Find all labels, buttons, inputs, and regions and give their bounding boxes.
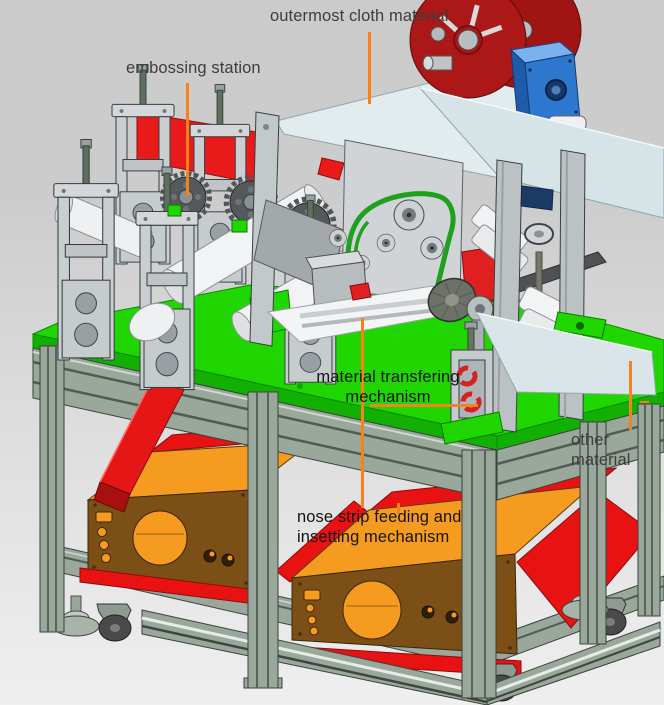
right-feed-group [427, 149, 607, 433]
control-box-right [290, 485, 594, 655]
roller-stand [53, 138, 119, 361]
leader-other-material [629, 361, 632, 430]
reel-knob-icon [430, 26, 446, 42]
leader-nose-strip-tick [397, 503, 400, 514]
label-material-transfering-mechanism: material transfering mechanism [316, 368, 460, 406]
other-material-sheet [476, 312, 657, 396]
leader-nose-strip-vertical [361, 318, 364, 508]
pulley-icon [420, 236, 444, 260]
navy-block [520, 185, 554, 211]
material-reel [409, 0, 582, 99]
nose-strip-stand [440, 321, 504, 445]
leader-other-material-tick [640, 401, 649, 403]
pulley-icon [329, 229, 347, 247]
leader-outermost-cloth-material [368, 32, 371, 104]
ribbed-wheel-icon [427, 277, 477, 323]
leader-embossing-station [186, 83, 189, 196]
material-transfer-group [249, 111, 466, 347]
pulley-icon [376, 233, 396, 253]
label-outermost-cloth-material: outermost cloth material [270, 7, 449, 25]
label-other-material: other material [571, 431, 631, 469]
red-clip-icon [456, 365, 478, 387]
pulley-icon [393, 199, 425, 231]
roller-elbow [128, 302, 176, 342]
caster-wheel-icon [96, 603, 132, 642]
leader-material-transfer-underline [370, 404, 478, 407]
label-embossing-station: embossing station [126, 59, 261, 77]
red-clip-icon [460, 391, 482, 413]
label-nose-strip-feeding-and-insetting-mechanism: nose strip feeding and insetting mechani… [297, 508, 462, 546]
drive-belt [345, 191, 456, 298]
cloth-sheet-main-pane [418, 87, 664, 219]
cart-legs [39, 345, 661, 699]
